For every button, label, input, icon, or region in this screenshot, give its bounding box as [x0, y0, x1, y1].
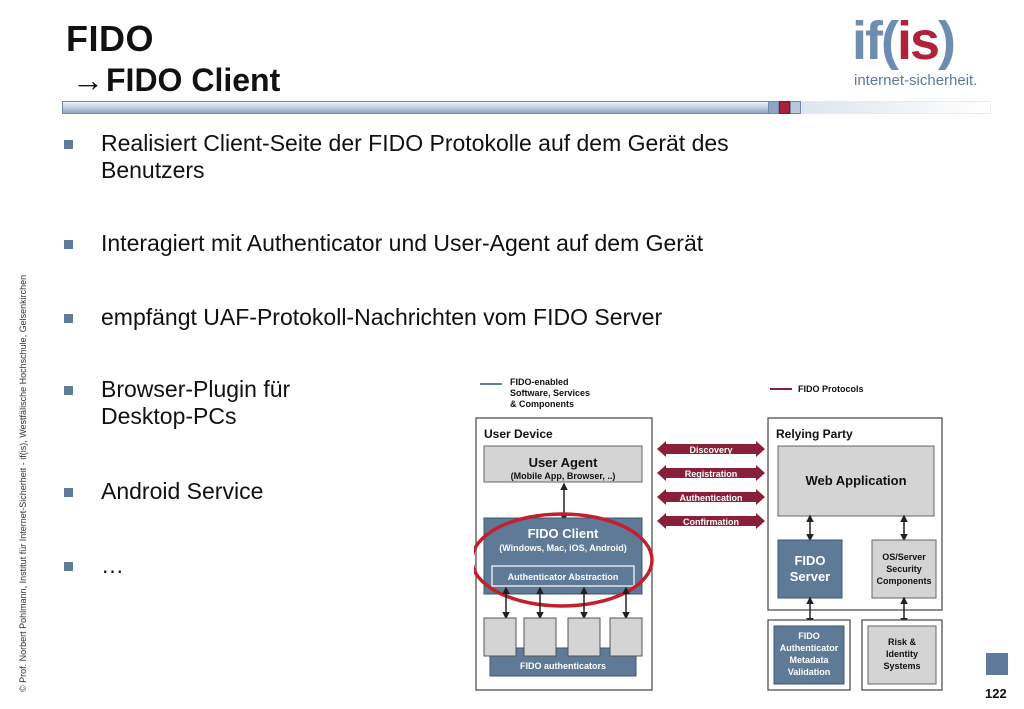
protocol-arrow [657, 489, 765, 505]
fido-client-sub: (Windows, Mac, iOS, Android) [499, 543, 627, 553]
logo-wordmark: if(is) [852, 11, 956, 71]
protocol-label: Authentication [680, 493, 743, 503]
bullet-square-icon [64, 386, 73, 395]
authenticator-device [483, 617, 517, 657]
fido-server-label: FIDO [794, 553, 825, 568]
legend-red-text: FIDO Protocols [798, 384, 864, 394]
fido-client-highlight-circle [474, 512, 654, 608]
protocol-arrow [657, 513, 765, 529]
metadata-label: FIDO [798, 631, 820, 641]
protocol-label: Confirmation [683, 517, 739, 527]
title-bar-segment-red [779, 101, 790, 114]
user-agent-box [483, 445, 643, 483]
metadata-box [773, 625, 845, 685]
title-bar-segment [768, 101, 779, 114]
logo-subtitle: internet-sicherheit. [854, 72, 978, 89]
relying-party-label: Relying Party [776, 427, 853, 441]
protocol-label: Registration [685, 469, 738, 479]
title-bar-segment [790, 101, 801, 114]
fido-architecture-diagram: FIDO-enabled Software, Services & Compon… [474, 377, 943, 691]
risk-label: Systems [883, 661, 920, 671]
slide-subtitle-text: FIDO Client [106, 62, 281, 98]
protocol-arrows: Discovery Registration Authentication Co… [657, 441, 765, 529]
risk-label: Identity [886, 649, 918, 659]
title-bar-segment-fade [801, 101, 991, 114]
authenticator-abstraction-label: Authenticator Abstraction [508, 572, 619, 582]
web-application-box [777, 445, 935, 517]
title-divider-bar [62, 101, 772, 114]
fido-authenticators-label: FIDO authenticators [520, 661, 606, 671]
copyright-sidebar: © Prof. Norbert Pohlmann, Institut für I… [18, 274, 28, 692]
corner-square-icon [986, 653, 1008, 675]
slide-subtitle: →FIDO Client [72, 62, 280, 99]
protocol-label: Discovery [689, 445, 732, 455]
metadata-label: Authenticator [780, 643, 839, 653]
page-number: 122 [985, 686, 1007, 701]
user-agent-label: User Agent [529, 455, 599, 470]
protocol-arrow [657, 441, 765, 457]
os-server-box [871, 539, 937, 599]
legend-blue-text: FIDO-enabled [510, 377, 569, 387]
bullet-square-icon [64, 488, 73, 497]
bullet-square-icon [64, 240, 73, 249]
authenticator-device [567, 617, 601, 657]
legend-blue-text: & Components [510, 399, 574, 409]
bullet-square-icon [64, 562, 73, 571]
authenticator-abstraction-box [491, 565, 635, 587]
protocol-arrow [657, 465, 765, 481]
fido-server-label: Server [790, 569, 830, 584]
slide-title: FIDO [66, 18, 154, 59]
arrow-right-icon: → [72, 62, 104, 98]
metadata-label: Metadata [789, 655, 829, 665]
fido-client-label: FIDO Client [528, 526, 599, 541]
web-application-label: Web Application [805, 473, 906, 488]
os-server-label: OS/Server [882, 552, 926, 562]
os-server-label: Components [877, 576, 932, 586]
authenticator-device [523, 617, 557, 657]
bullet-square-icon [64, 140, 73, 149]
risk-box [867, 625, 937, 685]
risk-label: Risk & [888, 637, 917, 647]
user-agent-sub: (Mobile App, Browser, ..) [511, 471, 616, 481]
metadata-label: Validation [788, 667, 831, 677]
user-device-label: User Device [484, 427, 553, 441]
ifis-logo: if(is) internet-sicherheit. [852, 10, 992, 92]
bullet-square-icon [64, 314, 73, 323]
authenticator-device [609, 617, 643, 657]
os-server-label: Security [886, 564, 922, 574]
legend-blue-text: Software, Services [510, 388, 590, 398]
